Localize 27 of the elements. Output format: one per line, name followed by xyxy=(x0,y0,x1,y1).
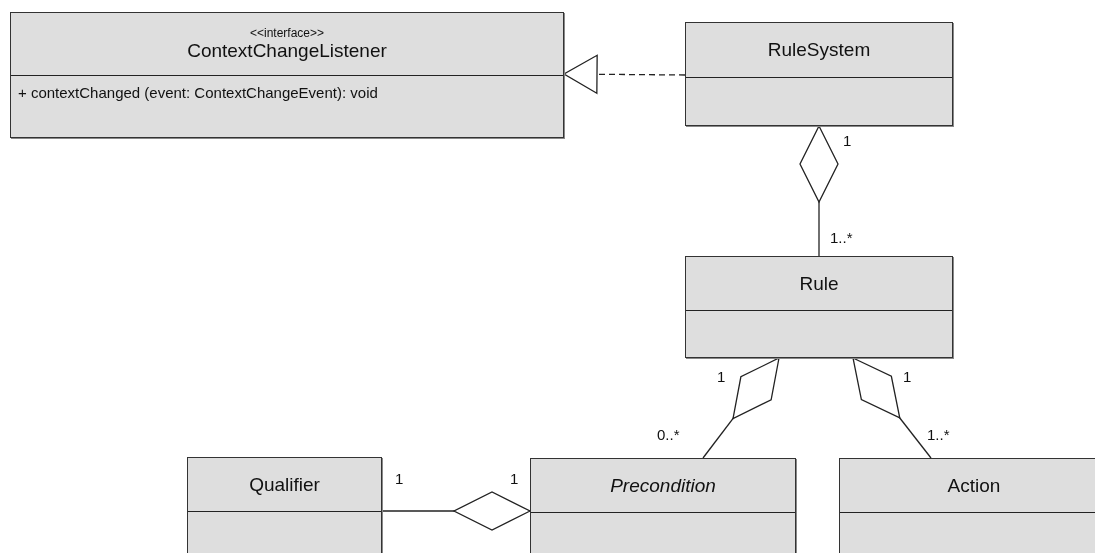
class-name: Qualifier xyxy=(249,473,320,496)
class-name: ContextChangeListener xyxy=(187,40,387,62)
multiplicity-label: 1..* xyxy=(830,229,853,246)
aggregation-line xyxy=(852,357,932,459)
multiplicity-label: 1 xyxy=(903,368,912,385)
multiplicity-label: 1 xyxy=(395,470,404,487)
class-name: Action xyxy=(947,474,1001,497)
class-name: Rule xyxy=(799,272,839,295)
multiplicity-label: 0..* xyxy=(657,426,680,443)
operation-text: + contextChanged (event: ContextChangeEvent): void xyxy=(17,83,378,101)
multiplicity-label: 1..* xyxy=(927,426,950,443)
class-name: RuleSystem xyxy=(767,39,871,61)
interface-box xyxy=(10,12,564,138)
aggregation-line xyxy=(381,491,531,531)
class-box xyxy=(685,22,953,126)
multiplicity-label: 1 xyxy=(717,368,726,385)
aggregation-line xyxy=(702,357,780,459)
class-box xyxy=(530,458,796,553)
class-box xyxy=(839,458,1095,553)
stereotype-label: <<interface>> xyxy=(249,26,325,40)
multiplicity-label: 1 xyxy=(843,132,852,149)
aggregation-line xyxy=(799,125,839,257)
multiplicity-label: 1 xyxy=(510,470,519,487)
realization-arrow xyxy=(563,54,686,94)
class-name: Precondition xyxy=(610,474,716,497)
class-box xyxy=(187,457,382,553)
class-box xyxy=(685,256,953,358)
